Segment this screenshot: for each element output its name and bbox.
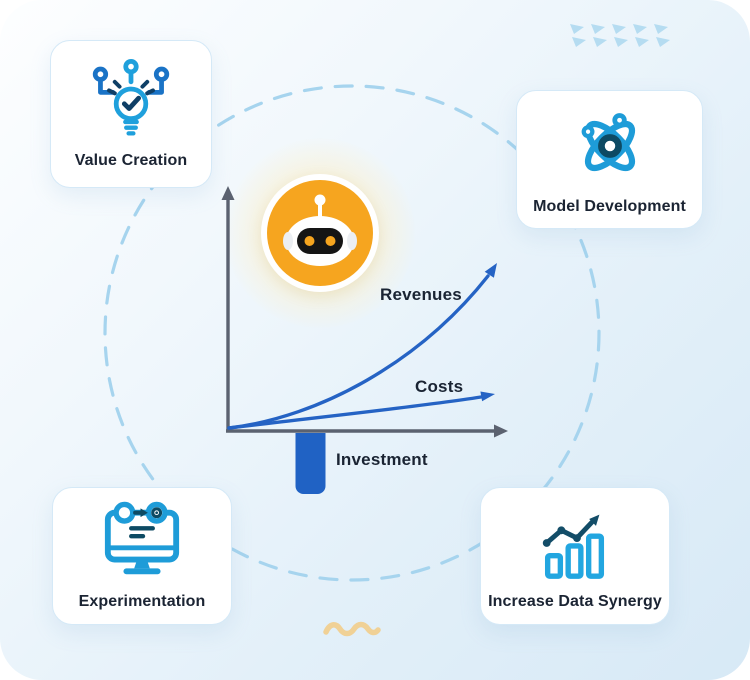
atom-icon: [581, 112, 635, 171]
card-value-creation: Value Creation: [50, 40, 212, 188]
card-label: Model Development: [533, 197, 686, 215]
card-experimentation: Experimentation: [52, 487, 232, 625]
costs-label: Costs: [415, 377, 464, 396]
monitor-experiment-icon: [104, 501, 180, 575]
robot-face-icon: [283, 194, 357, 266]
robot-icon: [261, 174, 379, 292]
lightbulb-check-icon: [92, 58, 170, 136]
card-label: Experimentation: [78, 593, 206, 610]
investment-label: Investment: [336, 450, 428, 469]
card-label: Value Creation: [74, 152, 188, 169]
robot-circle: [267, 180, 373, 286]
revenues-label: Revenues: [380, 285, 462, 304]
card-label: Increase Data Synergy: [488, 593, 662, 610]
growth-bars-icon: [542, 514, 605, 579]
card-model-development: Model Development: [516, 90, 703, 229]
card-increase-data-synergy: Increase Data Synergy: [480, 487, 670, 625]
